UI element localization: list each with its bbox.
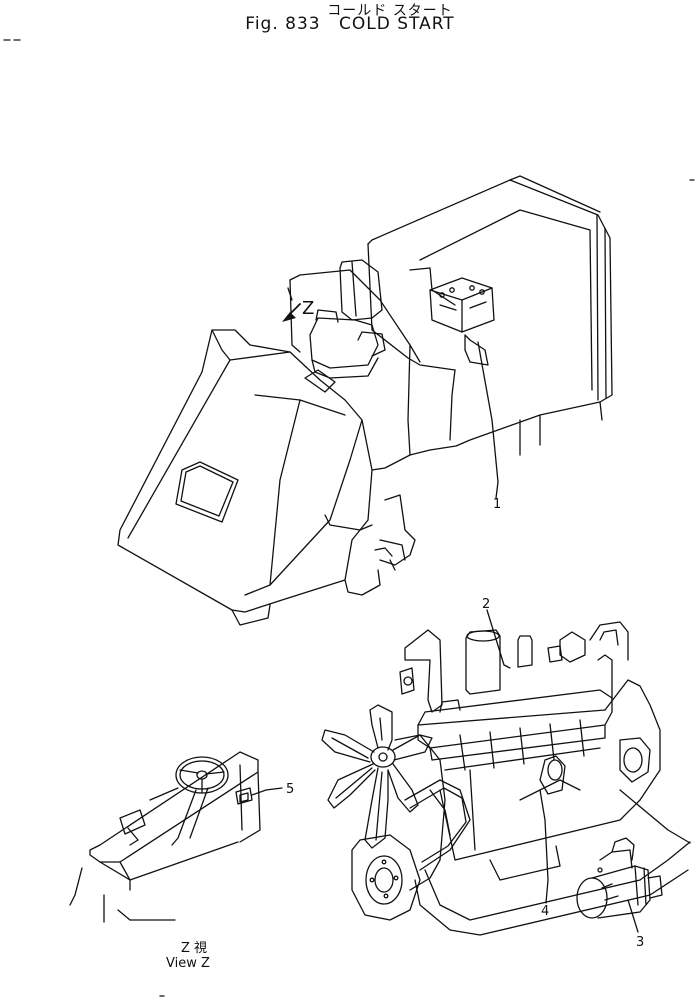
cooling-fan — [321, 704, 433, 849]
machine-body — [117, 175, 613, 626]
view-z-caption: Z 視 View Z — [166, 941, 210, 971]
stray-marks — [3, 39, 695, 181]
figure-number: Fig. 833 — [245, 14, 321, 34]
starter-motor — [576, 837, 663, 919]
view-z-letter: Z — [302, 298, 314, 319]
callout-2: 2 — [482, 597, 490, 612]
view-z-japanese: Z 視 — [181, 941, 207, 956]
callout-3: 3 — [636, 935, 644, 950]
view-z-label: View Z — [166, 956, 210, 971]
callout-4: 4 — [541, 904, 549, 919]
callout-5: 5 — [286, 782, 294, 797]
engine-assembly — [351, 621, 691, 936]
leader-lines — [251, 341, 691, 933]
japanese-title: コールド スタート — [327, 3, 453, 19]
callout-1: 1 — [493, 497, 501, 512]
view-z-marker: Z — [282, 287, 314, 322]
callout-numbers: 1 2 3 4 5 — [286, 497, 644, 950]
view-z-dashboard — [69, 751, 261, 923]
figure-caption: COLD START — [339, 14, 455, 34]
figure-title: Fig. 833 COLD START — [0, 14, 700, 34]
